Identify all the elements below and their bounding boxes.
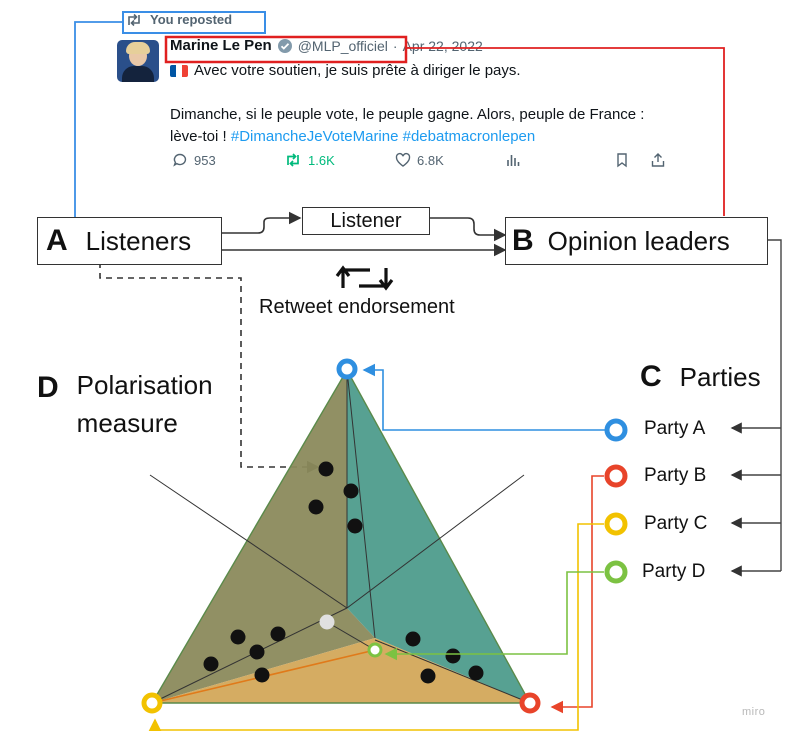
vertex-party-b — [519, 692, 541, 714]
analytics-icon — [507, 155, 520, 166]
party-c-label: Party C — [644, 513, 708, 534]
repost-icon — [128, 13, 140, 26]
opinion-leaders-box: B Opinion leaders — [505, 217, 768, 265]
vertex-party-c — [141, 692, 163, 714]
repost-icon — [287, 153, 299, 167]
bookmark-button[interactable] — [614, 152, 630, 173]
legend-marker-party-d — [604, 560, 628, 584]
tweet-date[interactable]: Apr 22, 2022 — [402, 37, 483, 54]
hashtag-link[interactable]: #debatmacronlepen — [402, 128, 536, 145]
region-bottom — [152, 638, 530, 703]
point-party-d — [367, 642, 383, 658]
connector-party-d — [384, 571, 604, 661]
party-a-label: Party A — [644, 418, 706, 439]
heart-icon — [395, 152, 411, 167]
repost-connector-line — [74, 21, 123, 218]
author-connector-line — [406, 47, 725, 216]
hashtag-link[interactable]: #DimancheJeVoteMarine — [230, 128, 399, 145]
connector-party-a — [362, 363, 606, 431]
bracket-b-to-parties — [768, 239, 782, 571]
polarisation-heading: D Polarisation measure — [37, 366, 213, 442]
france-flag-icon — [170, 65, 188, 77]
listeners-label: Listeners — [85, 225, 192, 256]
like-button[interactable]: 6.8K — [395, 152, 444, 168]
party-d-label: Party D — [642, 561, 706, 582]
listener-label: Listener — [330, 209, 402, 232]
opinion-leaders-label: Opinion leaders — [547, 225, 730, 256]
reply-button[interactable]: 953 — [172, 152, 216, 168]
listener-points — [203, 461, 484, 684]
tweet-body: Avec votre soutien, je suis prête à diri… — [170, 60, 690, 148]
simplex-outline — [150, 368, 532, 704]
avatar[interactable] — [117, 40, 159, 82]
share-button[interactable] — [650, 152, 666, 173]
arrow-listener-to-b — [430, 217, 507, 242]
section-letter-b: B — [512, 224, 534, 257]
parties-heading: C Parties — [640, 360, 761, 394]
share-icon — [651, 153, 665, 167]
tweet-actions: 953 1.6K 6.8K — [172, 152, 672, 172]
vertex-party-a — [336, 358, 358, 380]
miro-watermark: miro — [742, 706, 766, 718]
polarisation-label-line2: measure — [76, 408, 178, 438]
section-letter-c: C — [640, 360, 662, 393]
tweet-card: You reposted Marine Le Pen @MLP_officiel… — [112, 10, 702, 190]
parties-label: Parties — [679, 361, 761, 392]
tweet-line-2: Dimanche, si le peuple vote, le peuple g… — [170, 106, 645, 123]
legend-marker-party-a — [604, 418, 628, 442]
listeners-box: A Listeners — [37, 217, 222, 265]
verified-badge-icon — [277, 38, 292, 53]
author-highlight-box — [164, 35, 408, 64]
author-handle[interactable]: @MLP_officiel — [297, 37, 388, 54]
retweet-endorsement-icon — [335, 265, 394, 291]
connector-party-c — [148, 523, 604, 732]
party-b-label: Party B — [644, 465, 707, 486]
retweet-endorsement-label: Retweet endorsement — [259, 296, 455, 318]
author-name[interactable]: Marine Le Pen — [170, 37, 272, 54]
dashed-connector-a-to-d — [99, 262, 320, 474]
tweet-line-3: lève-toi ! #DimancheJeVoteMarine #debatm… — [170, 128, 536, 145]
repost-button[interactable]: 1.6K — [284, 152, 335, 168]
repost-indicator: You reposted — [126, 12, 232, 27]
reply-icon — [173, 153, 187, 167]
reposted-label: You reposted — [150, 12, 233, 27]
legend-marker-party-c — [604, 512, 628, 536]
arrow-a-to-listener — [222, 211, 302, 234]
section-letter-a: A — [46, 224, 68, 257]
repost-highlight-box — [122, 11, 266, 34]
legend-marker-party-b — [604, 464, 628, 488]
section-letter-d: D — [37, 371, 59, 404]
bookmark-icon — [617, 153, 627, 168]
listener-box: Listener — [302, 207, 430, 235]
views-button[interactable] — [505, 152, 521, 173]
polarisation-label-line1: Polarisation — [76, 370, 213, 400]
tweet-header: Marine Le Pen @MLP_officiel · Apr 22, 20… — [170, 37, 483, 54]
connector-party-b — [550, 475, 604, 714]
tweet-line-1: Avec votre soutien, je suis prête à diri… — [194, 62, 521, 79]
centroid-point — [319, 614, 335, 630]
